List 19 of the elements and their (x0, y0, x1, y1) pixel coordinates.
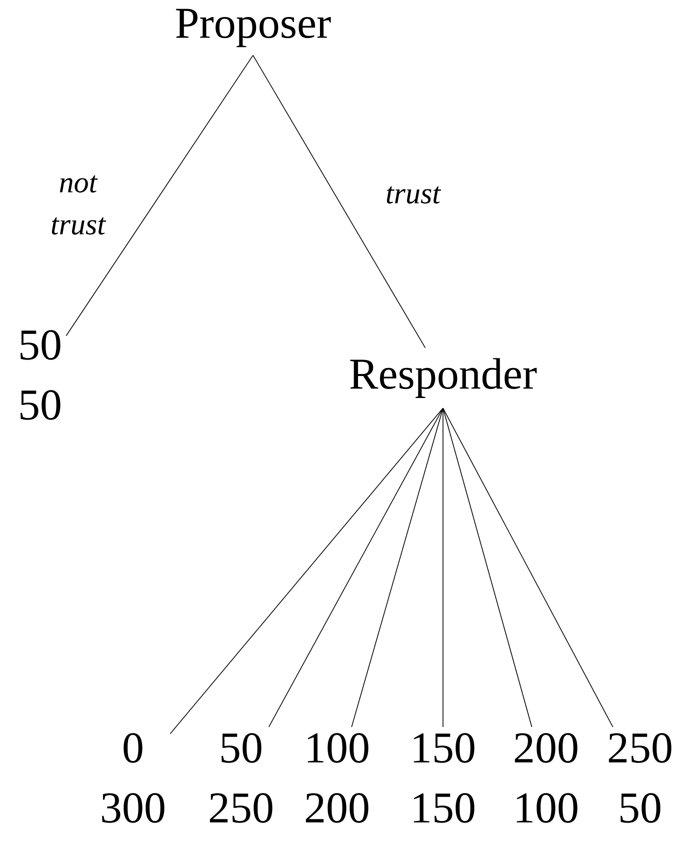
edge-label: not trust (42, 174, 114, 236)
payoff-label: 50 50 (20, 330, 60, 420)
branch-line (442, 408, 532, 728)
payoff-label: 150 150 (414, 733, 474, 823)
payoff-label: 200 100 (514, 733, 578, 823)
branch-line (66, 54, 254, 336)
branch-line (170, 408, 444, 734)
payoff-label: 50 250 (210, 733, 272, 823)
branch-line (351, 408, 444, 728)
payoff-label: 0 300 (102, 733, 164, 823)
branch-line (442, 408, 444, 728)
branch-line (252, 54, 426, 348)
payoff-label: 100 200 (306, 733, 368, 823)
player-label: Responder (350, 358, 537, 398)
edge-label: trust (377, 185, 449, 205)
player-label: Proposer (176, 8, 331, 48)
payoff-label: 250 50 (608, 733, 672, 823)
branch-line (442, 408, 614, 728)
branch-line (268, 408, 444, 728)
